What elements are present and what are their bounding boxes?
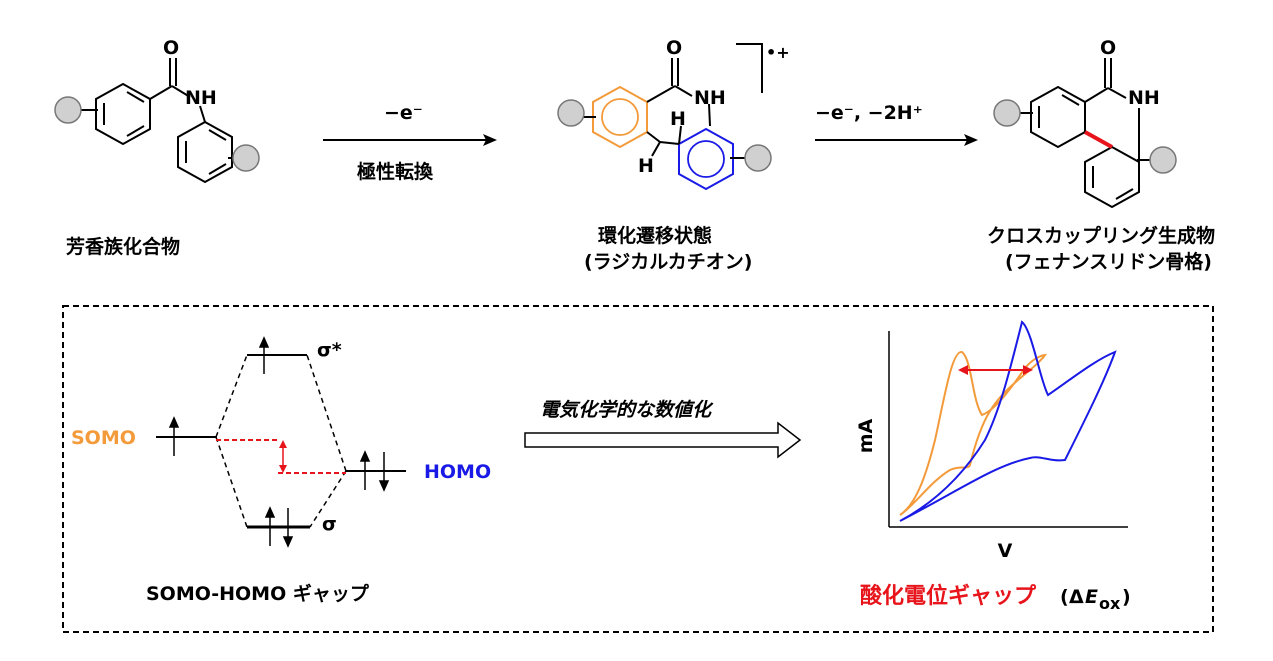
cv-caption-e: E <box>1085 586 1098 608</box>
substituent-circle <box>1149 146 1177 174</box>
orange-cv-trace <box>899 351 1048 516</box>
substituent-circle <box>993 99 1021 127</box>
nh-atom-label: NH <box>185 87 217 109</box>
oxygen-atom-label: O <box>1100 37 1116 59</box>
transition-state-sublabel: (ラジカルカチオン) <box>584 251 752 273</box>
nh-atom-label: NH <box>1128 87 1160 109</box>
homo-label: HOMO <box>424 461 491 483</box>
sigma-label: σ <box>322 513 337 535</box>
transition-state-structure <box>580 43 763 191</box>
radical-cation-charge: •+ <box>766 43 790 62</box>
oxygen-atom-label: O <box>163 37 179 59</box>
cv-caption-red: 酸化電位ギャップ <box>860 583 1037 609</box>
cv-plot <box>888 320 1128 528</box>
nh-atom-label: NH <box>694 87 726 109</box>
product-sublabel: (フェナンスリドン骨格) <box>1005 250 1212 273</box>
starting-material-structure <box>80 58 242 184</box>
arrow1-reagent: −e⁻ <box>384 102 423 124</box>
substituent-circle <box>557 99 585 127</box>
blue-cv-trace <box>899 320 1117 522</box>
reaction-arrow-2 <box>815 134 978 146</box>
substituent-circle <box>744 144 772 172</box>
new-cc-bond <box>1084 130 1113 149</box>
substituent-circle <box>54 96 82 124</box>
product-label: クロスカップリング生成物 <box>987 224 1215 247</box>
arrow1-condition: 極性転換 <box>357 160 434 183</box>
oxygen-atom-label: O <box>666 37 682 59</box>
hydrogen-atom-label: H <box>670 108 686 130</box>
cv-caption-subscript: ox <box>1099 594 1121 613</box>
hydrogen-atom-label: H <box>638 155 654 177</box>
cv-caption-paren-close: ) <box>1122 586 1131 608</box>
sigma-star-label: σ* <box>317 339 342 361</box>
product-structure <box>1017 58 1154 209</box>
middle-arrow-label: 電気化学的な数値化 <box>540 399 714 421</box>
somo-label: SOMO <box>71 427 136 449</box>
somo-homo-gap-indicator <box>216 439 346 474</box>
reaction-arrow-1 <box>323 134 497 146</box>
starting-material-label: 芳香族化合物 <box>66 235 180 258</box>
mo-diagram <box>156 336 406 548</box>
transition-state-label: 環化遷移状態 <box>598 224 712 247</box>
mo-caption: SOMO-HOMO ギャップ <box>146 582 370 605</box>
y-axis-label: mA <box>855 418 877 453</box>
hollow-arrow <box>524 421 802 459</box>
substituent-circle <box>232 144 260 172</box>
cv-caption-paren-open: ( <box>1060 586 1069 608</box>
arrow2-reagent: −e⁻, −2H⁺ <box>815 102 923 124</box>
x-axis-label: V <box>998 540 1013 562</box>
cv-caption-delta: Δ <box>1069 586 1084 608</box>
lower-panel-frame <box>62 305 1214 633</box>
